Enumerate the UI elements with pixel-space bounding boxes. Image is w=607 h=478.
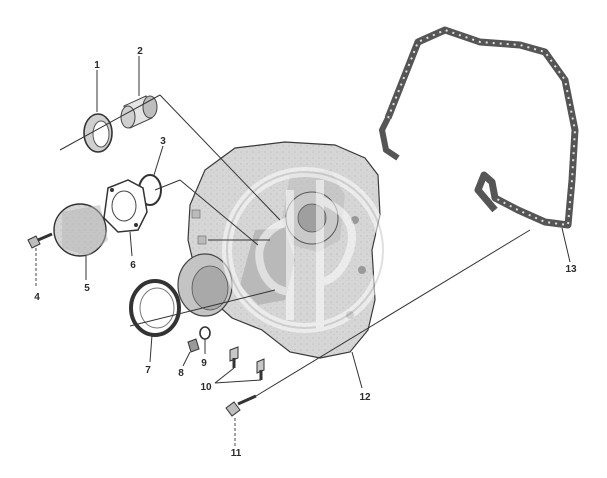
callout-10: 10: [200, 382, 212, 393]
callout-11: 11: [231, 448, 242, 459]
callout-1: 1: [94, 60, 100, 71]
leader-lines: [35, 56, 571, 446]
callout-6: 6: [130, 260, 136, 271]
gasket-part-13: [378, 26, 579, 229]
bolt-part-11: [225, 394, 257, 417]
callout-2: 2: [137, 46, 143, 57]
seal-part-1: [83, 113, 113, 153]
callout-4: 4: [34, 292, 40, 303]
plug-part-8: [187, 338, 200, 353]
housing-bore: [177, 253, 233, 317]
bolt-part-4: [27, 232, 53, 249]
seal-part-7: [129, 279, 181, 337]
callout-5: 5: [84, 283, 90, 294]
callout-8: 8: [178, 368, 184, 379]
callout-7: 7: [145, 365, 151, 376]
callout-12: 12: [359, 392, 371, 403]
o-ring-part-9: [199, 326, 211, 340]
logo-watermark-icon: [222, 167, 388, 333]
callout-13: 13: [565, 264, 577, 275]
cover-part-5: [53, 203, 108, 257]
callout-3: 3: [160, 136, 166, 147]
gasket-part-6: [103, 179, 148, 233]
bushing-part-2: [120, 95, 158, 129]
studs-part-10: [229, 346, 265, 380]
callout-labels: 1 2 3 4 5 6 7 8 9 10 11 12 13: [34, 46, 577, 459]
callout-9: 9: [201, 358, 207, 369]
